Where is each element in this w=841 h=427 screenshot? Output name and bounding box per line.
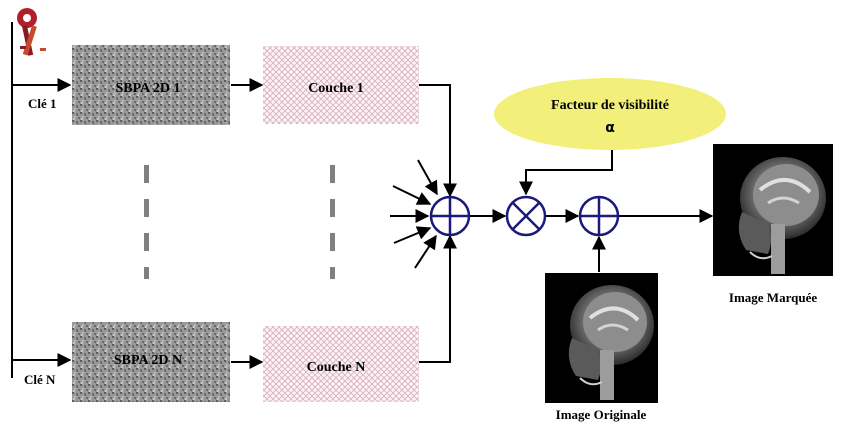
- generator-block-1: [72, 45, 230, 125]
- visibility-factor-label: Facteur de visibilité: [551, 98, 669, 113]
- layer1-to-sum-arrow: [419, 84, 457, 198]
- layerN-to-sum-arrow: [419, 234, 457, 363]
- keyN-label: Clé N: [24, 372, 56, 387]
- visibility-factor-symbol: α: [605, 120, 615, 136]
- layer-label-n: Couche N: [307, 360, 366, 375]
- visibility-factor-ellipse: [494, 78, 726, 150]
- original-mri-image: [545, 273, 658, 403]
- watermarked-mri-image: [713, 144, 833, 276]
- layer-label-1: Couche 1: [308, 81, 364, 96]
- ellipsis-dashes-left: [144, 165, 149, 279]
- circled-plus-icon: [578, 195, 620, 237]
- factor-to-product-arrow: [519, 150, 613, 196]
- layer-block-n: [263, 326, 419, 402]
- original-image-label: Image Originale: [556, 407, 647, 422]
- generator-block-n: [72, 322, 230, 402]
- circled-plus-icon: [429, 195, 471, 237]
- key1-label: Clé 1: [28, 96, 57, 111]
- other-layer-inputs: [390, 159, 438, 269]
- keys-icon: [17, 8, 46, 56]
- watermarked-image-label: Image Marquée: [729, 290, 817, 305]
- ellipsis-dashes-right: [330, 165, 335, 279]
- generator-label-n: SBPA 2D N: [114, 353, 182, 368]
- circled-times-icon: [505, 195, 547, 237]
- layer-block-1: [263, 46, 419, 124]
- generator-label-1: SBPA 2D 1: [115, 81, 180, 96]
